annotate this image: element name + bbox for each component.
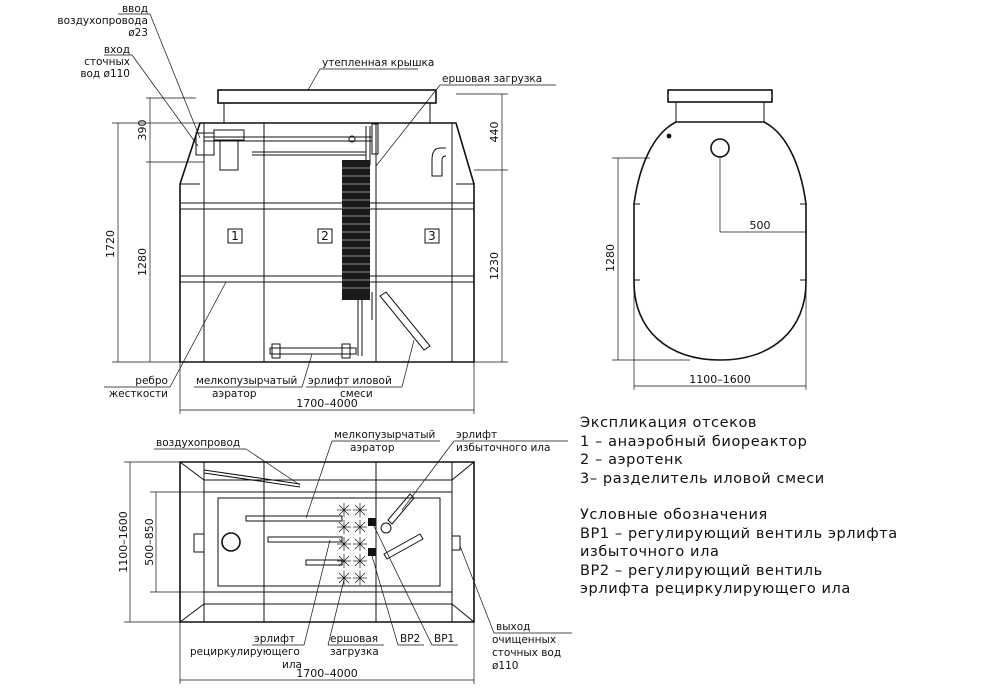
plan-inner-width-dim: 500–850 [143, 518, 156, 566]
dim-1230: 1230 [488, 252, 501, 280]
air-inlet-label-3: ø23 [128, 27, 148, 39]
plan-aerator-label-1: мелкопузырчатый [334, 429, 435, 441]
side-lid [667, 89, 773, 103]
side-view: 500 1280 1100–1600 [604, 89, 807, 390]
insulated-lid-label: утепленная крышка [322, 57, 434, 69]
plan-view: воздухопровод мелкопузырчатый аэратор эр… [117, 429, 572, 684]
vr2-label: ВР2 [400, 633, 420, 645]
aerator-label-2: аэратор [212, 388, 257, 400]
plan-length-dim: 1700–4000 [296, 667, 358, 680]
compartment-number-1: 1 [231, 229, 239, 243]
side-width-dim: 1100–1600 [689, 373, 751, 386]
symbols-title: Условные обозначения [580, 507, 768, 523]
sludge-airlift-label-2: смеси [340, 388, 373, 400]
sludge-airlift-pipe [379, 291, 431, 351]
brush-load-label: ершовая загрузка [442, 73, 542, 85]
side-dim-500: 500 [750, 219, 771, 232]
explication-block: Экспликация отсеков 1 – анаэробный биоре… [580, 414, 825, 488]
aerator-tube [269, 347, 357, 355]
sludge-airlift-label-1: эрлифт иловой [308, 375, 392, 387]
explication-item-3: 3– разделитель иловой смеси [580, 470, 825, 487]
outlet-label-3: сточных вод [492, 647, 561, 659]
air-inlet-label-1: ввод [122, 3, 148, 15]
symbols-line-4: эрлифта рециркулирующего ила [580, 581, 851, 597]
dim-390: 390 [136, 120, 149, 141]
stiffening-rib-label-1: ребро [135, 375, 168, 387]
recirc-airlift-label-2: рециркулирующего [190, 646, 300, 658]
dim-1720: 1720 [104, 230, 117, 258]
vr1-label: ВР1 [434, 633, 454, 645]
brush-loading [342, 160, 370, 300]
front-view: 1 2 3 ввод воздухопровода ø23 вход сточн… [57, 3, 556, 414]
aerator-label-1: мелкопузырчатый [196, 375, 297, 387]
dim-1280-front: 1280 [136, 248, 149, 276]
recirc-airlift-label-1: эрлифт [254, 633, 295, 645]
air-duct-label: воздухопровод [156, 437, 240, 449]
symbols-line-2: избыточного ила [580, 544, 720, 560]
plan-aerator-label-2: аэратор [350, 442, 395, 454]
explication-title: Экспликация отсеков [580, 415, 758, 431]
plan-brush-loading [337, 503, 367, 585]
plan-brush-label-1: ершовая [330, 633, 378, 645]
plan-width-dim: 1100–1600 [117, 511, 130, 573]
outlet-label-1: выход [496, 621, 530, 633]
front-length-dim: 1700–4000 [296, 397, 358, 410]
side-dim-1280: 1280 [604, 244, 617, 272]
side-body [633, 121, 807, 361]
side-pipe-opening [710, 138, 730, 158]
excess-airlift-label-2: избыточного ила [456, 442, 550, 454]
air-inlet-label-2: воздухопровода [57, 15, 148, 27]
explication-item-1: 1 – анаэробный биореактор [580, 433, 808, 450]
recirc-airlift-label-3: ила [282, 659, 302, 671]
symbols-line-3: ВР2 – регулирующий вентиль [580, 562, 823, 579]
sewage-inlet-label-2: сточных [84, 56, 130, 68]
sewage-inlet-label-1: вход [104, 44, 130, 56]
sewage-inlet-label-3: вод ø110 [80, 68, 130, 80]
compartment-number-3: 3 [428, 229, 436, 243]
dim-440: 440 [488, 122, 501, 143]
compartment-number-2: 2 [321, 229, 329, 243]
excess-airlift-label-1: эрлифт [456, 429, 497, 441]
outlet-elbow [431, 147, 447, 177]
symbols-line-1: ВР1 – регулирующий вентиль эрлифта [580, 525, 898, 542]
insulated-lid [217, 89, 437, 104]
plan-brush-label-2: загрузка [330, 646, 379, 658]
symbols-block: Условные обозначения ВР1 – регулирующий … [580, 506, 898, 599]
explication-item-2: 2 – аэротенк [580, 452, 684, 468]
outlet-label-2: очищенных [492, 634, 556, 646]
outlet-label-4: ø110 [492, 660, 518, 672]
stiffening-rib-label-2: жесткости [109, 388, 168, 400]
